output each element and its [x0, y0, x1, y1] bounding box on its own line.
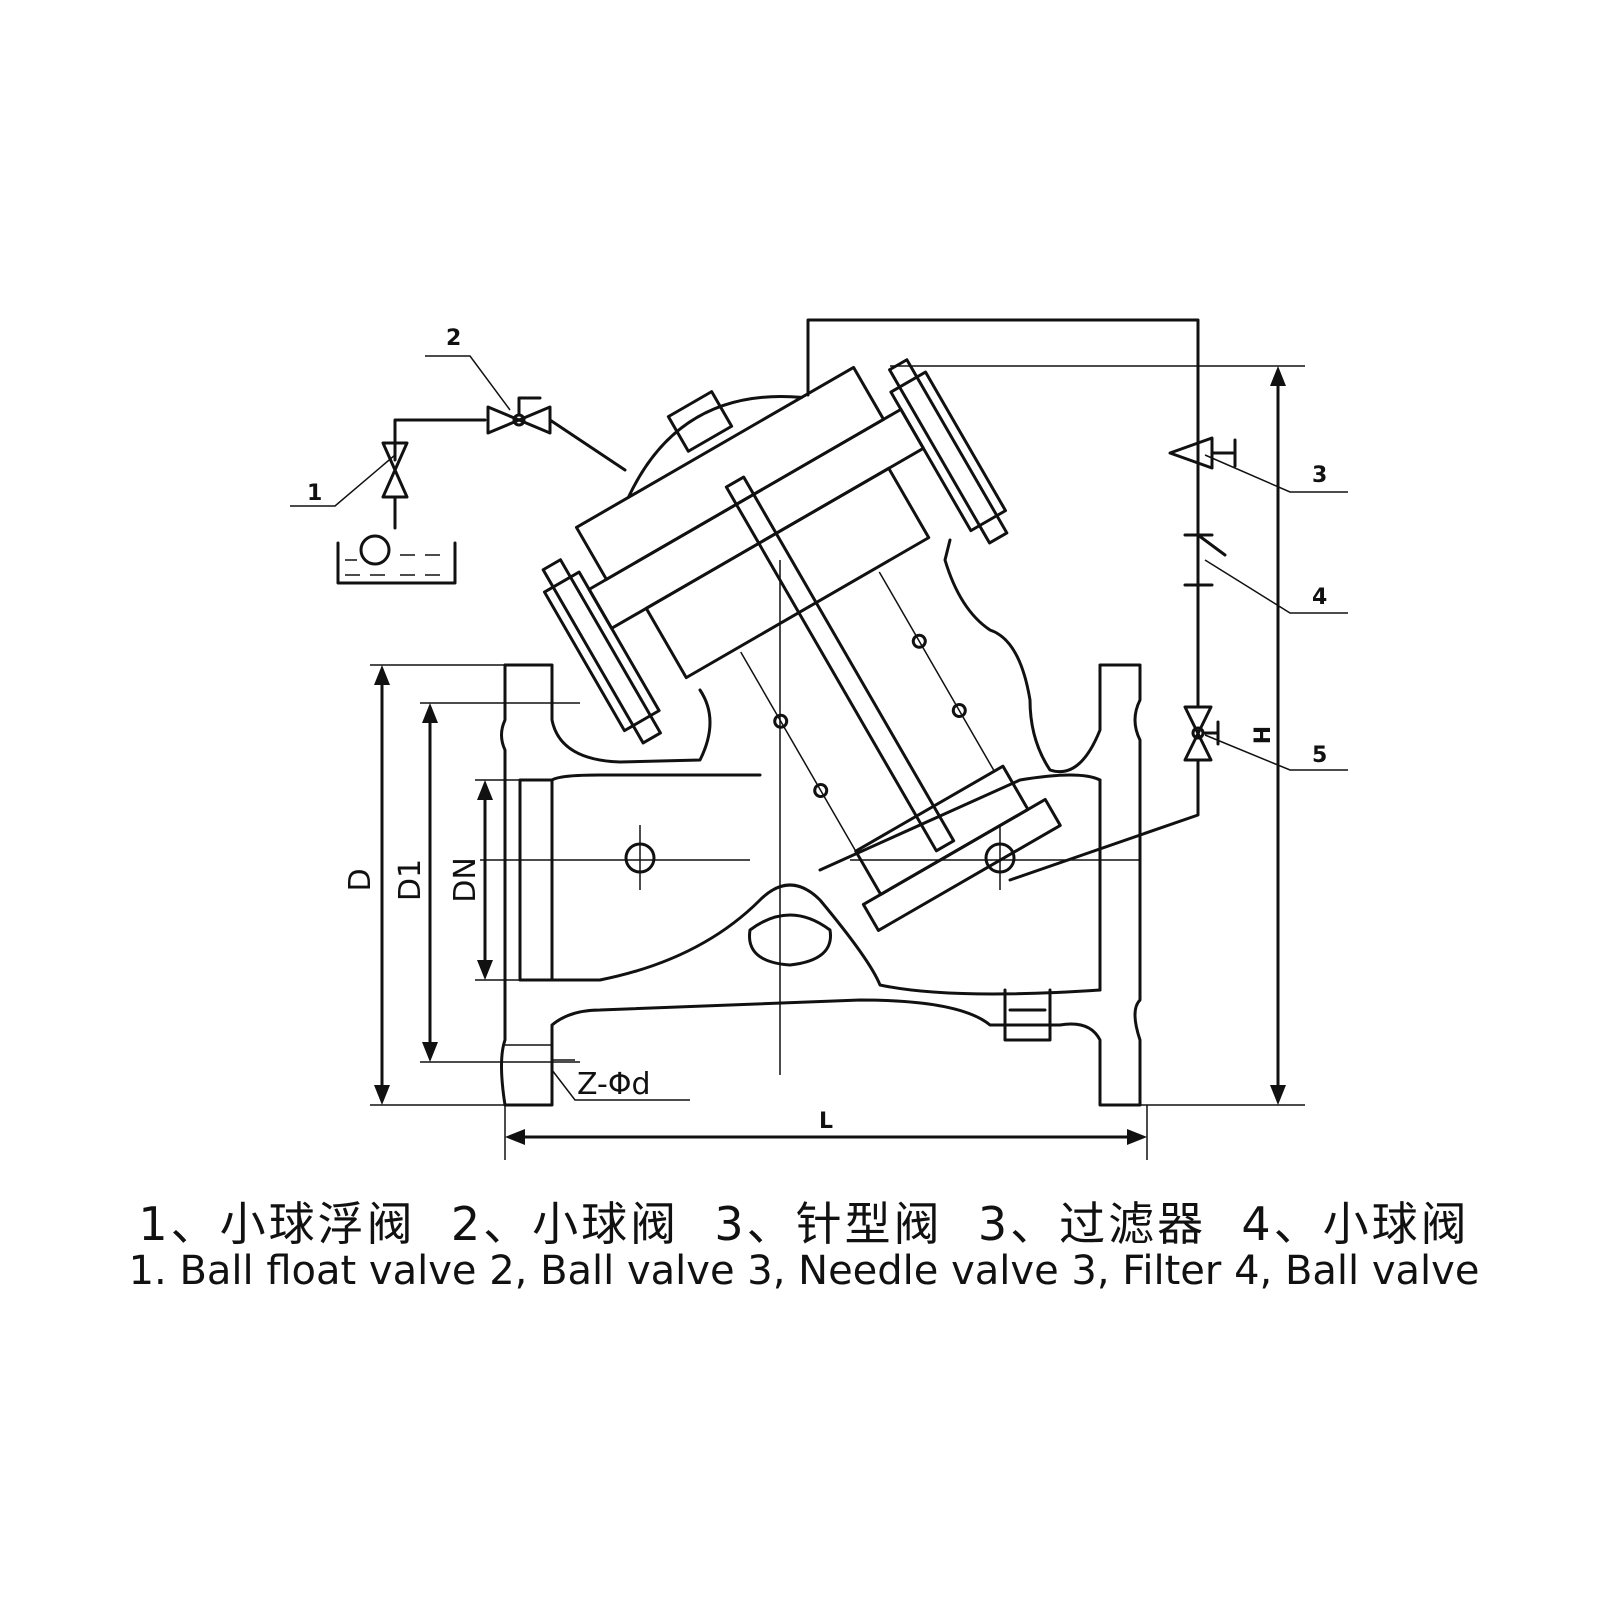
dimension-lines: D D1 DN H L Z-Φd [343, 365, 1305, 1160]
dim-L: L [819, 1109, 833, 1134]
float-valve-icon [381, 441, 409, 499]
caption-chinese: 1、小球浮阀 2、小球阀 3、针型阀 3、过滤器 4、小球阀 [138, 1197, 1470, 1251]
pilot-piping [336, 318, 1237, 882]
ball-valve-icon [486, 405, 552, 435]
needle-valve-icon [1168, 436, 1214, 470]
dim-H: H [1251, 726, 1276, 744]
valve-bonnet [541, 358, 1062, 932]
dim-bolt-holes: Z-Φd [577, 1067, 651, 1102]
callout-1: 1 [307, 481, 322, 506]
callouts: 1 2 3 4 5 [290, 326, 1348, 771]
callout-2: 2 [446, 326, 461, 351]
callout-5: 5 [1312, 743, 1327, 768]
float-ball-icon [359, 534, 391, 566]
callout-4: 4 [1312, 585, 1327, 610]
dim-DN: DN [448, 857, 483, 903]
dim-D: D [343, 868, 378, 891]
callout-3: 3 [1312, 463, 1327, 488]
ball-valve-5-icon [1183, 705, 1213, 762]
dim-D1: D1 [393, 859, 428, 901]
caption-english: 1. Ball float valve 2, Ball valve 3, Nee… [128, 1248, 1480, 1294]
filter-icon [1183, 533, 1227, 587]
